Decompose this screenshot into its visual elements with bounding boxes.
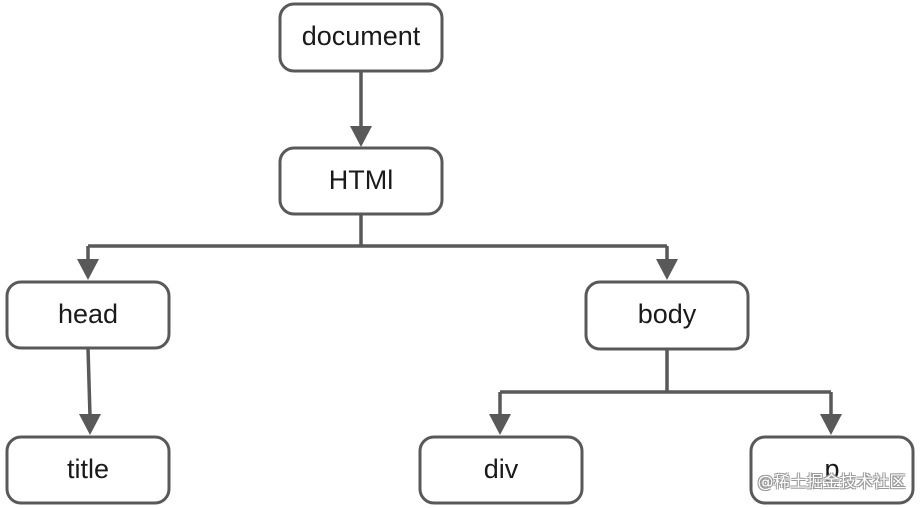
arrowhead-body <box>656 259 678 280</box>
node-title: title <box>5 435 171 505</box>
node-p: p <box>749 435 915 505</box>
node-head-label: head <box>58 299 118 329</box>
arrowhead-div <box>489 414 511 435</box>
node-body-box <box>584 280 750 351</box>
node-title-box <box>5 435 171 505</box>
node-div: div <box>418 435 584 505</box>
node-document-box <box>278 2 444 73</box>
node-p-label: p <box>824 454 839 484</box>
node-html-label: HTMl <box>329 165 393 195</box>
node-p-box <box>749 435 915 505</box>
node-div-label: div <box>484 454 519 484</box>
node-document-label: document <box>302 21 421 51</box>
node-document: document <box>278 2 444 73</box>
node-title-label: title <box>67 454 109 484</box>
node-body-label: body <box>638 299 697 329</box>
edge-head-title <box>86 347 92 417</box>
arrowhead-title <box>79 414 101 435</box>
node-html: HTMl <box>278 146 444 216</box>
edges <box>77 71 842 435</box>
arrowhead-html <box>350 126 372 147</box>
node-html-box <box>278 146 444 216</box>
node-div-box <box>418 435 584 505</box>
node-head: head <box>5 280 171 350</box>
node-body: body <box>584 280 750 351</box>
watermark: @稀土掘金技术社区 <box>757 472 906 491</box>
arrowhead-head <box>77 259 99 280</box>
arrowhead-p <box>820 414 842 435</box>
node-head-box <box>5 280 171 350</box>
